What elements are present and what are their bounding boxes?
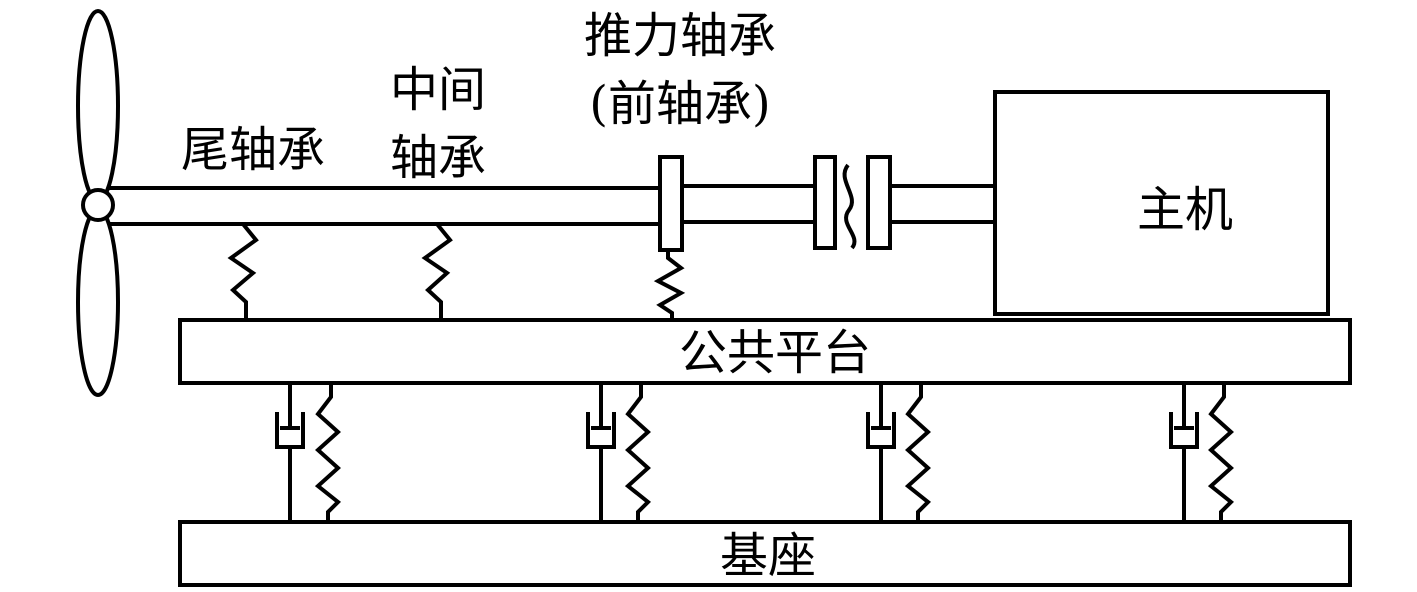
intermediate-bearing-label-line2: 轴承 — [390, 130, 486, 186]
common-platform-label: 公共平台 — [679, 325, 871, 381]
engine-shaft — [890, 184, 995, 224]
thrust-bearing-label-line2: (前轴承) — [589, 76, 770, 132]
isolator-spring — [904, 383, 931, 522]
thrust-bearing-flange — [658, 155, 684, 252]
propeller-blade-upper — [76, 9, 120, 203]
isolator-spring — [1207, 383, 1234, 522]
isolator-4 — [1169, 383, 1234, 522]
coupling-half-right — [866, 155, 892, 250]
isolator-spring — [314, 383, 341, 522]
isolator-3 — [866, 383, 931, 522]
intermediate-bearing-label-line1: 中间 — [390, 62, 486, 118]
common-platform — [178, 318, 1352, 385]
propeller-hub — [81, 188, 115, 222]
thrust-bearing-label-line1: 推力轴承 — [584, 8, 776, 64]
isolator-2 — [586, 383, 651, 522]
flexible-coupling — [813, 155, 892, 250]
intermediate-shaft — [682, 184, 815, 224]
damper — [586, 383, 616, 522]
damper — [275, 383, 305, 522]
stern-bearing-label: 尾轴承 — [181, 122, 325, 178]
main-engine-label: 主机 — [1137, 182, 1233, 238]
isolator-1 — [275, 383, 341, 522]
stern-bearing-spring — [227, 222, 259, 320]
intermediate-bearing-spring — [421, 222, 453, 320]
isolator-spring — [624, 383, 651, 522]
coupling-flexible-element — [842, 163, 857, 250]
damper — [866, 383, 896, 522]
base — [178, 520, 1352, 587]
propeller-blade-lower — [76, 207, 120, 397]
coupling-half-left — [813, 155, 837, 250]
damper — [1169, 383, 1199, 522]
propeller-shaft — [108, 186, 660, 226]
main-engine-box — [993, 90, 1330, 316]
thrust-bearing-spring — [653, 250, 686, 320]
base-label: 基座 — [720, 528, 816, 584]
